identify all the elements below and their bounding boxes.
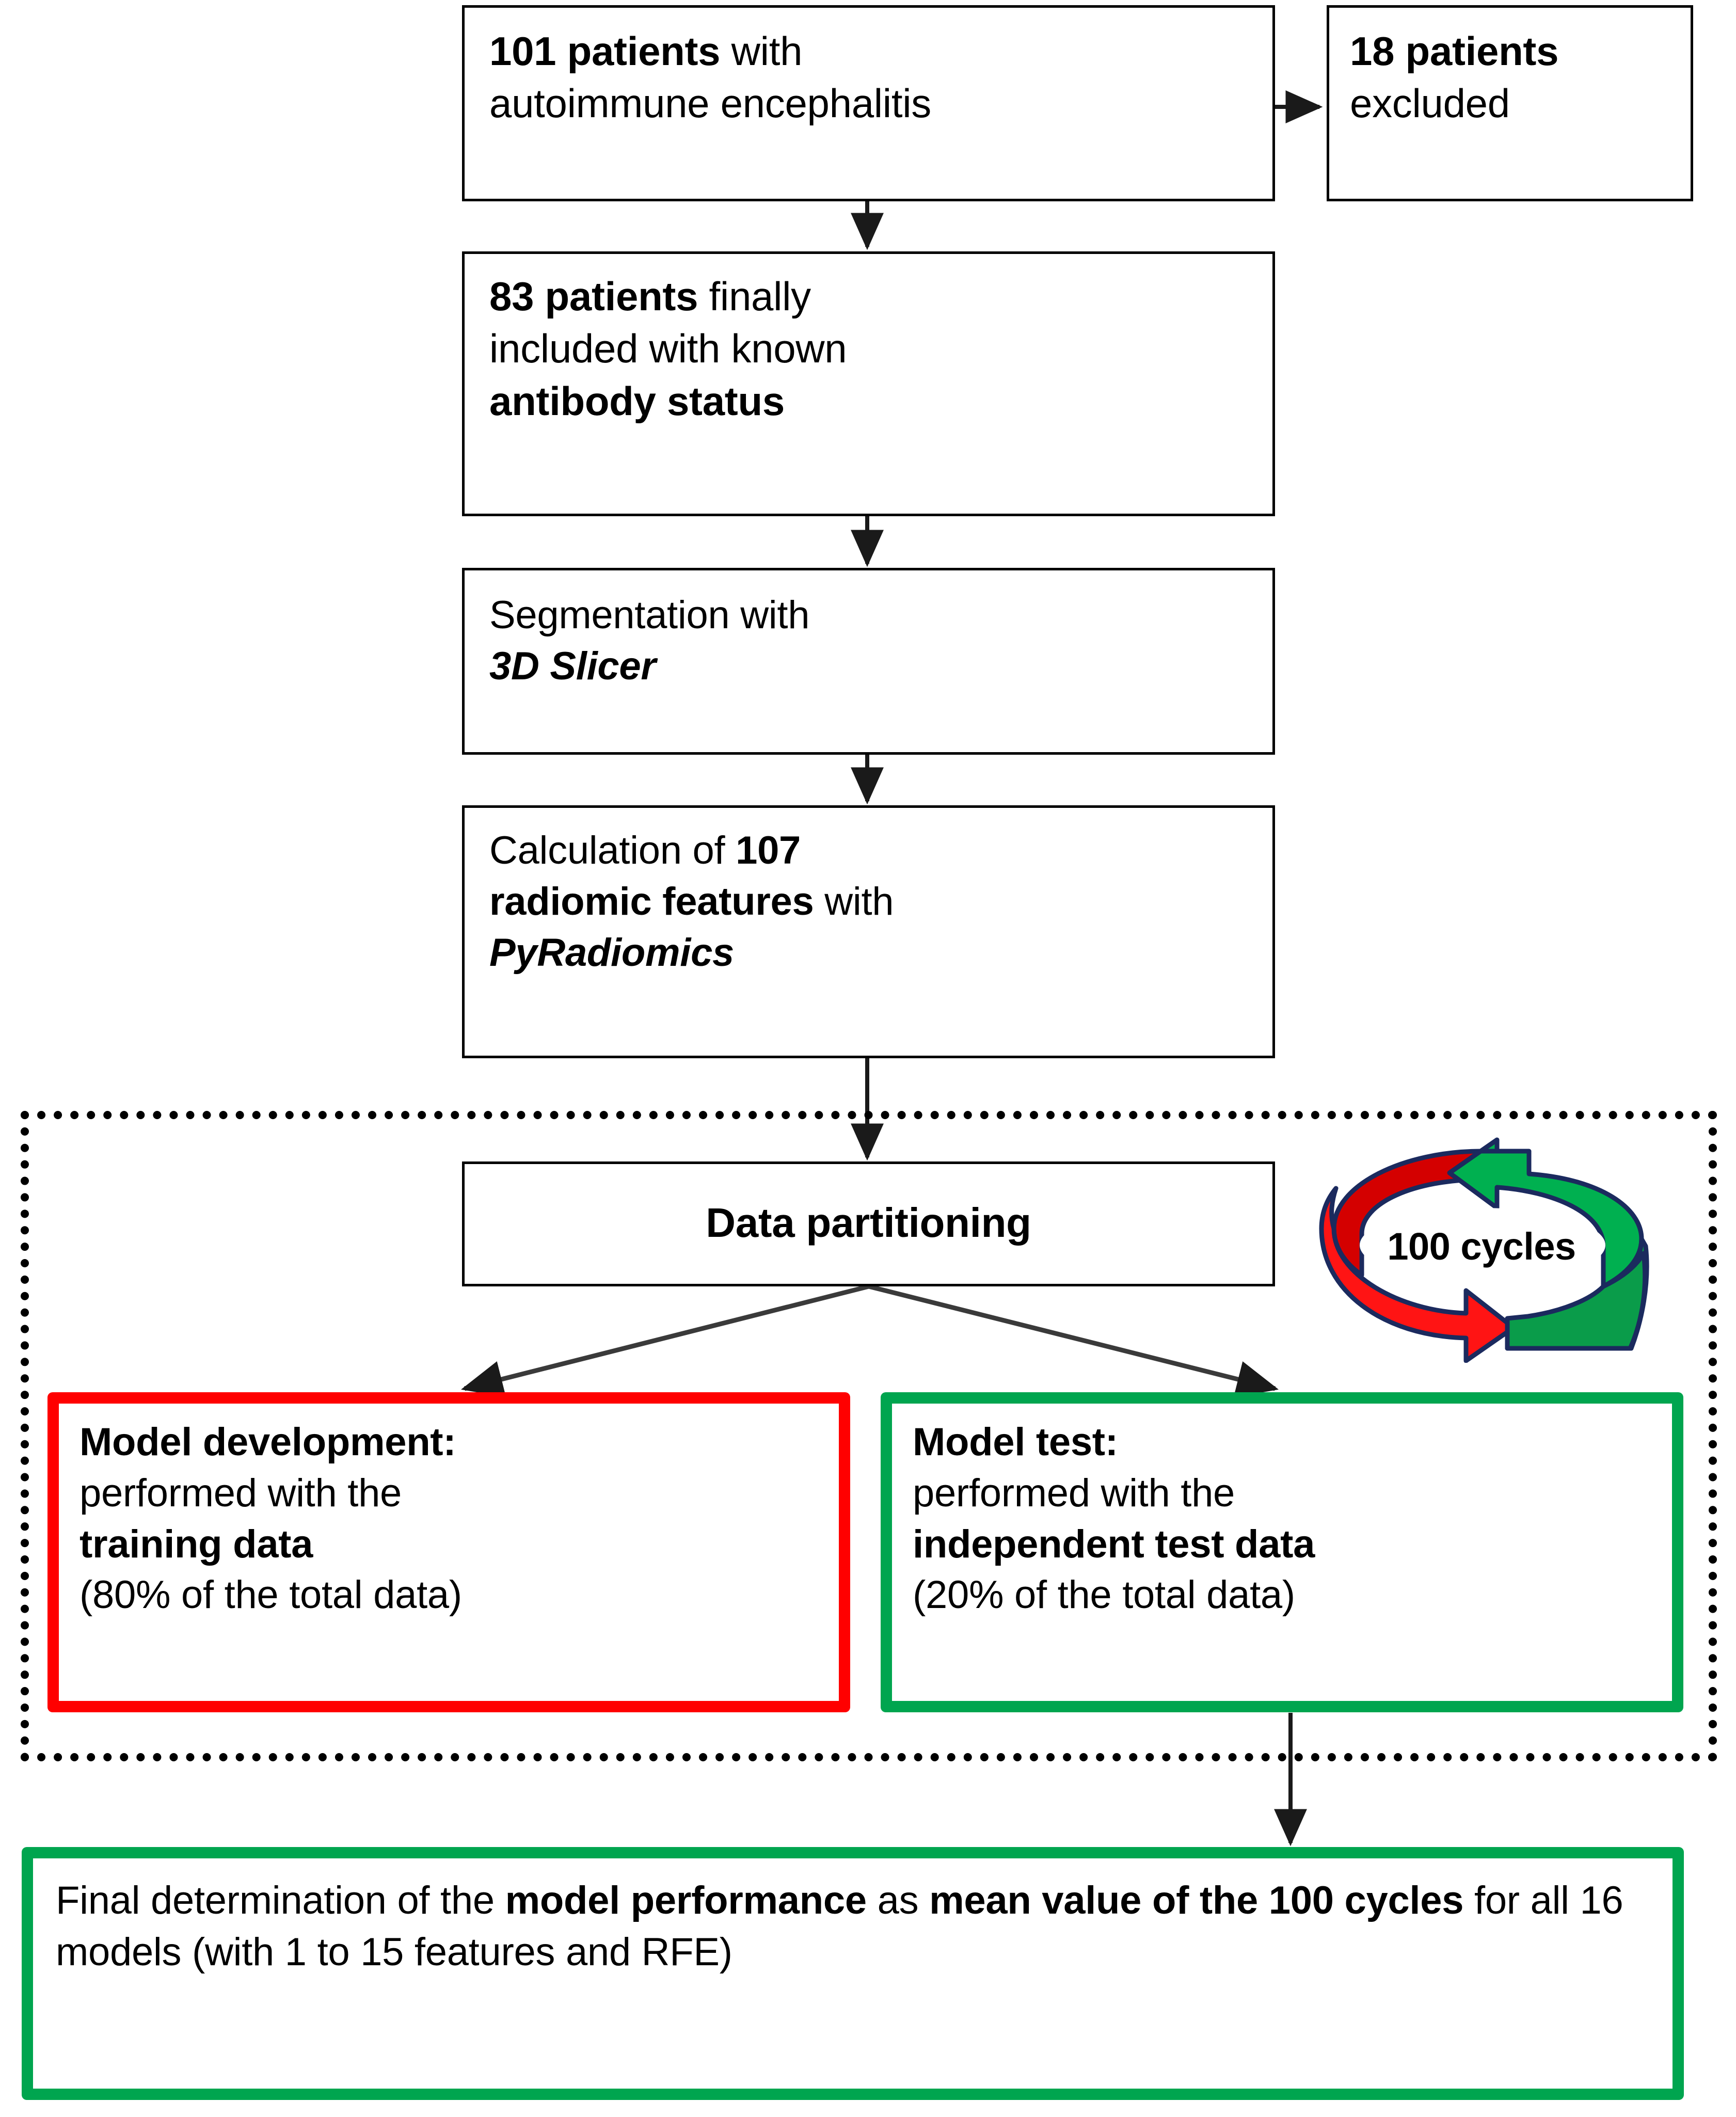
cohort-line1-bold: 101 patients — [489, 28, 721, 74]
test-line1-bold: Model test: — [913, 1420, 1118, 1464]
included-line1-bold: 83 patients — [489, 274, 698, 319]
final-seg1: Final determination of the — [56, 1879, 505, 1922]
node-feature-calculation: Calculation of 107 radiomic features wit… — [462, 805, 1275, 1058]
node-model-test: Model test: performed with the independe… — [881, 1392, 1683, 1712]
node-model-development: Model development: performed with the tr… — [47, 1392, 850, 1712]
included-line3-bold: antibody status — [489, 378, 785, 424]
features-line1-pre: Calculation of — [489, 829, 736, 872]
cycles-badge: 100 cycles — [1311, 1136, 1652, 1363]
node-included: 83 patients finally included with known … — [462, 251, 1275, 516]
final-seg5: for all 16 models (with 1 to 15 features… — [56, 1879, 1623, 1975]
node-excluded: 18 patients excluded — [1327, 5, 1693, 201]
test-line2: performed with the — [913, 1471, 1235, 1515]
data-partitioning-label: Data partitioning — [706, 1200, 1031, 1246]
cycles-badge-label: 100 cycles — [1387, 1225, 1576, 1268]
cohort-line2: autoimmune encephalitis — [489, 81, 931, 126]
development-line4: (80% of the total data) — [79, 1573, 462, 1617]
included-line1-rest: finally — [698, 274, 811, 319]
development-line1-bold: Model development: — [79, 1420, 456, 1464]
final-seg2-bold: model performance — [505, 1879, 867, 1922]
segmentation-tool-name: 3D Slicer — [489, 644, 656, 688]
features-line2-bold: radiomic features — [489, 879, 814, 924]
segmentation-line1: Segmentation with — [489, 593, 810, 637]
node-final-determination: Final determination of the model perform… — [22, 1847, 1684, 2100]
final-seg4-bold: mean value of the 100 cycles — [929, 1879, 1464, 1922]
cohort-line1-rest: with — [720, 28, 803, 74]
development-line3-bold: training data — [79, 1522, 313, 1566]
development-line2: performed with the — [79, 1471, 402, 1515]
recycle-arrows-icon — [1319, 1137, 1649, 1363]
test-line3-bold: independent test data — [913, 1522, 1315, 1566]
features-count: 107 — [736, 829, 801, 872]
node-cohort: 101 patients with autoimmune encephaliti… — [462, 5, 1275, 201]
features-tool-name: PyRadiomics — [489, 930, 735, 975]
final-seg3: as — [866, 1879, 930, 1922]
iteration-zone-dotted-border — [21, 1111, 1717, 1761]
test-line4: (20% of the total data) — [913, 1573, 1295, 1617]
node-data-partitioning: Data partitioning — [462, 1161, 1275, 1286]
node-segmentation: Segmentation with 3D Slicer — [462, 568, 1275, 755]
excluded-line1-bold: 18 patients — [1350, 28, 1559, 74]
excluded-line2: excluded — [1350, 81, 1510, 126]
included-line2: included with known — [489, 326, 847, 372]
features-line2-post: with — [814, 879, 894, 924]
